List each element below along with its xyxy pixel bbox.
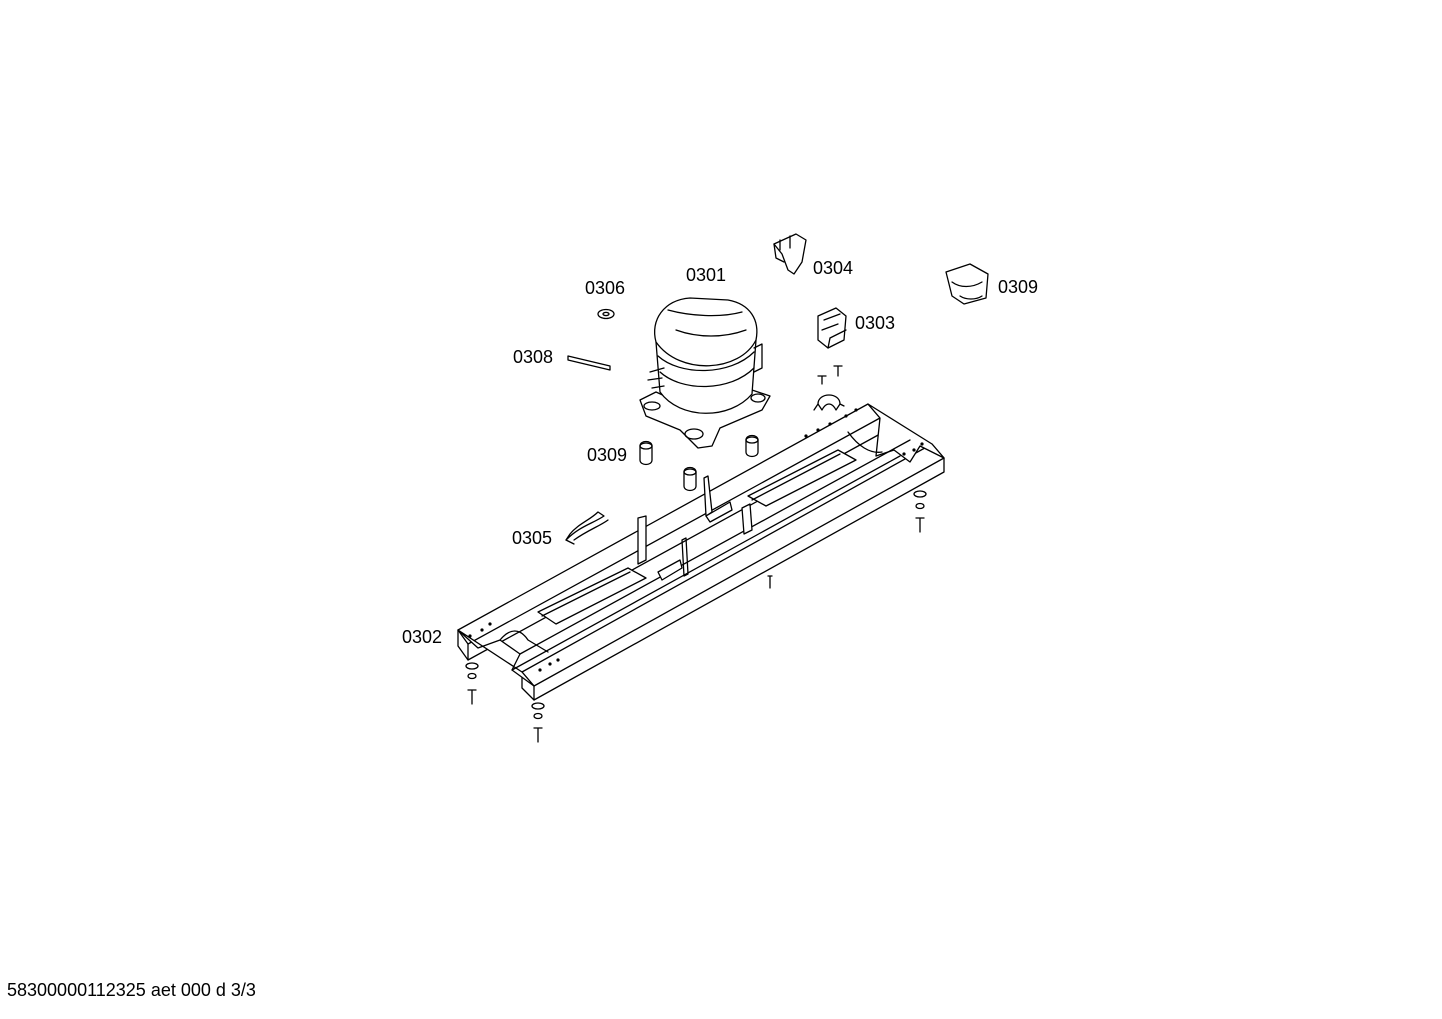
washer-part[interactable] — [597, 308, 615, 320]
relay-part[interactable] — [773, 233, 807, 275]
clip-part[interactable] — [565, 511, 609, 545]
starter-part[interactable] — [817, 307, 847, 349]
compressor-part[interactable] — [639, 297, 771, 449]
rubber-feet-part[interactable] — [639, 434, 759, 492]
label-0305: 0305 — [512, 528, 552, 548]
label-0309-top: 0309 — [998, 277, 1038, 297]
screws-group — [465, 365, 927, 743]
label-0301: 0301 — [686, 265, 726, 285]
label-0303: 0303 — [855, 313, 895, 333]
base-frame-part[interactable] — [457, 403, 945, 701]
drawing-number-footer: 58300000112325 aet 000 d 3/3 — [7, 980, 256, 1000]
label-0304: 0304 — [813, 258, 853, 278]
cable-clamp-part[interactable] — [813, 394, 845, 411]
pin-part[interactable] — [567, 355, 611, 371]
label-0308: 0308 — [513, 347, 553, 367]
overload-protector-part[interactable] — [945, 263, 989, 305]
label-0306: 0306 — [585, 278, 625, 298]
label-0309-feet: 0309 — [587, 445, 627, 465]
label-0302: 0302 — [402, 627, 442, 647]
